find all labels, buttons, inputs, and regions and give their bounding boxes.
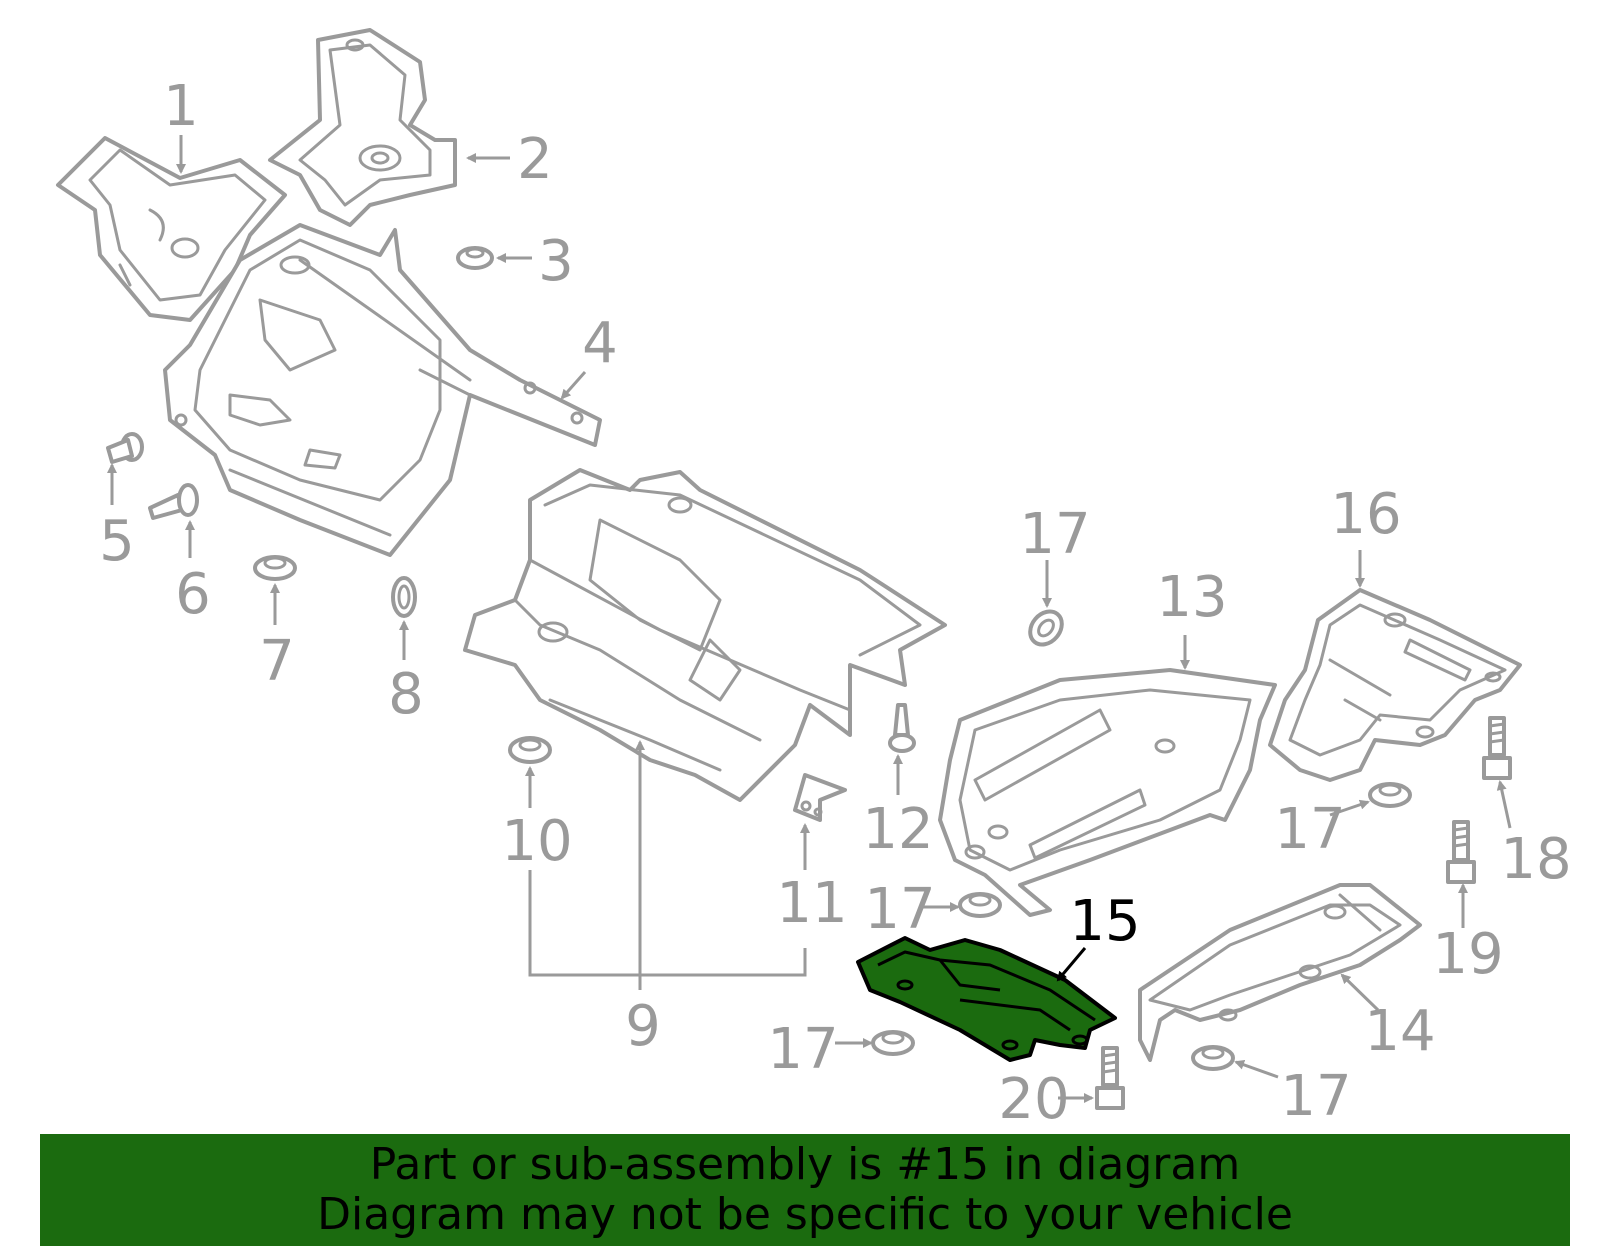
callout-20: 20 (998, 1067, 1069, 1132)
callout-11: 11 (776, 871, 847, 936)
callout-19: 19 (1432, 922, 1503, 987)
part-11-bracket (793, 773, 847, 822)
part-3-washer (456, 246, 494, 270)
callout-6: 6 (175, 562, 211, 627)
callout-15: 15 (1069, 889, 1140, 954)
part-4-shield (163, 223, 602, 557)
part-1-shield (56, 136, 287, 322)
part-8-grommet (391, 576, 417, 618)
callout-2: 2 (517, 127, 553, 192)
callout-10: 10 (501, 809, 572, 874)
callout-4: 4 (582, 311, 618, 376)
callout-17d: 17 (767, 1017, 838, 1082)
callout-14: 14 (1364, 999, 1435, 1064)
callout-16: 16 (1330, 482, 1401, 547)
part-19-bolt (1446, 820, 1476, 884)
banner-line-2: Diagram may not be specific to your vehi… (317, 1189, 1293, 1240)
callout-13: 13 (1156, 565, 1227, 630)
part-18-bolt (1482, 716, 1512, 780)
part-17-washer-d (871, 1030, 915, 1056)
part-14-shield (1138, 883, 1422, 1062)
part-2-shield (268, 28, 457, 227)
callout-3: 3 (538, 229, 574, 294)
callout-17c: 17 (864, 877, 935, 942)
part-20-bolt (1095, 1046, 1125, 1110)
part-13-shield (938, 668, 1277, 917)
part-10-washer (508, 736, 552, 764)
info-banner: Part or sub-assembly is #15 in diagram D… (40, 1134, 1570, 1246)
part-15-shield-highlighted (856, 936, 1117, 1062)
part-17-washer-c (958, 892, 1002, 918)
callout-7: 7 (259, 629, 295, 694)
part-17-washer-e (1191, 1045, 1235, 1071)
callout-17e: 17 (1280, 1064, 1351, 1129)
part-17-washer-b (1368, 782, 1412, 808)
banner-line-1: Part or sub-assembly is #15 in diagram (369, 1139, 1241, 1190)
part-5-clip (106, 432, 144, 464)
part-9-shield (463, 468, 947, 802)
callout-18: 18 (1500, 827, 1571, 892)
part-6-screw (148, 483, 199, 520)
callout-17a: 17 (1019, 502, 1090, 567)
part-12-clip (888, 703, 916, 753)
callout-8: 8 (388, 662, 424, 727)
callout-17b: 17 (1274, 797, 1345, 862)
part-17-washer-a (1028, 609, 1064, 647)
callout-1: 1 (163, 74, 199, 139)
leader-lines (107, 135, 1512, 1103)
callout-9: 9 (625, 994, 661, 1059)
callout-5: 5 (99, 509, 135, 574)
callout-12: 12 (862, 797, 933, 862)
part-16-shield (1268, 588, 1522, 782)
part-7-washer (253, 555, 297, 581)
callout-labels: 1 2 3 4 5 6 7 8 9 10 11 12 13 14 15 16 1… (99, 74, 1571, 1132)
